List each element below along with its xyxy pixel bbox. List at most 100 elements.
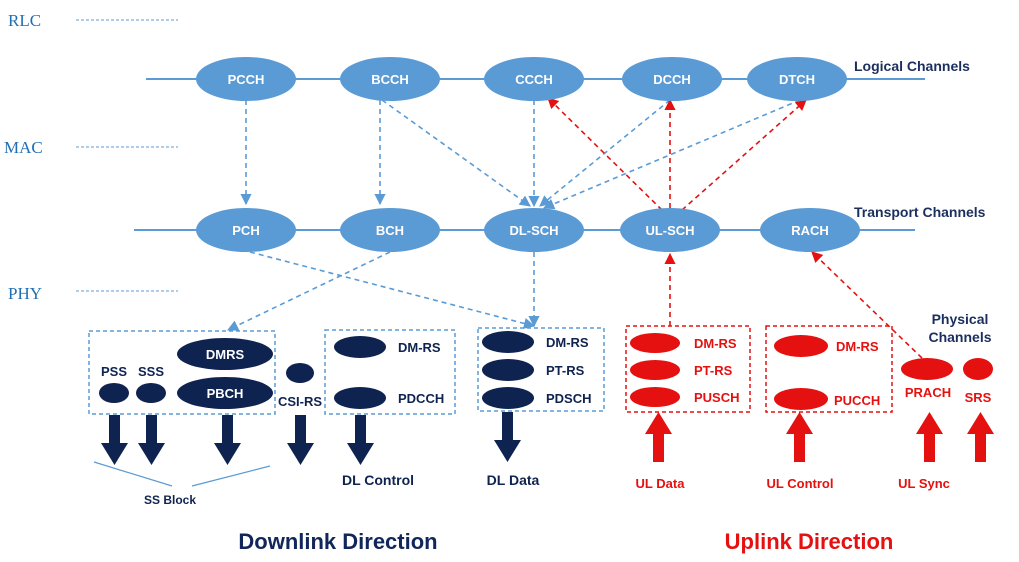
- ul-data-ptrs-signal: [630, 360, 680, 380]
- srs-group: SRS: [963, 358, 993, 405]
- ul-control-dmrs-signal: [774, 335, 828, 357]
- arrow-down-dl-control: [347, 415, 374, 465]
- dl-control-group: DM-RS PDCCH: [324, 329, 456, 415]
- logical-channels-label: Logical Channels: [854, 58, 970, 74]
- map-dcch-dlsch: [539, 99, 671, 207]
- ul-sync-label: UL Sync: [898, 476, 950, 491]
- pucch-label: PUCCH: [834, 393, 880, 408]
- arrow-up-ul-control: [786, 412, 813, 462]
- ul-control-dmrs-label: DM-RS: [836, 339, 879, 354]
- channel-ul-sch: UL-SCH: [620, 208, 720, 252]
- pss-label: PSS: [101, 364, 127, 379]
- dl-data-label: DL Data: [487, 472, 540, 488]
- dl-control-dmrs-signal: [334, 336, 386, 358]
- map-ulsch-dtch: [681, 99, 807, 211]
- layer-phy: PHY: [8, 284, 42, 303]
- channel-dtch: DTCH: [747, 57, 847, 101]
- map-pch-pdsch: [249, 251, 536, 329]
- physical-channels-label-line2: Channels: [928, 329, 991, 345]
- sss-label: SSS: [138, 364, 164, 379]
- downlink-direction-title: Downlink Direction: [238, 529, 437, 554]
- dl-data-group: DM-RS PT-RS PDSCH: [477, 327, 605, 412]
- ul-control-label: UL Control: [767, 476, 834, 491]
- pusch-signal: [630, 387, 680, 407]
- dmrs-label: DMRS: [206, 347, 245, 362]
- channel-bcch: BCCH: [340, 57, 440, 101]
- pss-signal: [99, 383, 129, 403]
- map-bcch-dlsch: [381, 99, 531, 207]
- channel-pcch: PCCH: [196, 57, 296, 101]
- map-prach-rach: [811, 251, 923, 359]
- srs-signal: [963, 358, 993, 380]
- csi-rs-group: CSI-RS: [278, 363, 322, 409]
- map-bch-pbch: [226, 251, 391, 331]
- channel-rach: RACH: [760, 208, 860, 252]
- pusch-label: PUSCH: [694, 390, 740, 405]
- channel-dcch-label: DCCH: [653, 72, 691, 87]
- uplink-direction-title: Uplink Direction: [725, 529, 894, 554]
- ss-block-group: PSS SSS DMRS PBCH: [88, 330, 276, 415]
- prach-group: PRACH: [901, 358, 953, 400]
- layer-mac: MAC: [4, 138, 43, 157]
- arrow-up-ul-sync: [916, 412, 943, 462]
- pdcch-signal: [334, 387, 386, 409]
- channel-pcch-label: PCCH: [228, 72, 265, 87]
- dl-data-dmrs-label: DM-RS: [546, 335, 589, 350]
- pdsch-label: PDSCH: [546, 391, 592, 406]
- sss-signal: [136, 383, 166, 403]
- ul-data-group: DM-RS PT-RS PUSCH: [625, 325, 751, 413]
- channel-dtch-label: DTCH: [779, 72, 815, 87]
- dl-control-dmrs-label: DM-RS: [398, 340, 441, 355]
- dl-control-label: DL Control: [342, 472, 414, 488]
- arrow-down-sss: [138, 415, 165, 465]
- channel-bch: BCH: [340, 208, 440, 252]
- channel-ccch-label: CCCH: [515, 72, 553, 87]
- prach-signal: [901, 358, 953, 380]
- channel-dl-sch-label: DL-SCH: [509, 223, 558, 238]
- dl-data-ptrs-label: PT-RS: [546, 363, 585, 378]
- downlink-mapping-lines: [226, 99, 801, 331]
- map-dtch-dlsch: [542, 99, 801, 210]
- pbch-signal: [177, 377, 273, 409]
- ss-block-label: SS Block: [144, 493, 196, 507]
- arrow-down-dl-data: [494, 412, 521, 462]
- downlink-arrows: [101, 412, 521, 465]
- channel-bch-label: BCH: [376, 223, 404, 238]
- layer-rlc: RLC: [8, 11, 41, 30]
- channel-pch: PCH: [196, 208, 296, 252]
- transport-channels-label: Transport Channels: [854, 204, 986, 220]
- channel-bcch-label: BCCH: [371, 72, 409, 87]
- dl-data-ptrs-signal: [482, 359, 534, 381]
- channel-ccch: CCCH: [484, 57, 584, 101]
- logical-channels: PCCH BCCH CCCH DCCH DTCH Logical Channel…: [196, 57, 970, 101]
- dmrs-signal: [177, 338, 273, 370]
- ul-control-group: DM-RS PUCCH: [765, 325, 893, 413]
- pbch-label: PBCH: [207, 386, 244, 401]
- arrow-down-pss: [101, 415, 128, 465]
- csi-rs-signal: [286, 363, 314, 383]
- ul-data-label: UL Data: [636, 476, 686, 491]
- channel-ul-sch-label: UL-SCH: [645, 223, 694, 238]
- channel-pch-label: PCH: [232, 223, 259, 238]
- uplink-mapping-lines: [547, 97, 923, 359]
- arrow-up-srs: [967, 412, 994, 462]
- channel-dl-sch: DL-SCH: [484, 208, 584, 252]
- channel-rach-label: RACH: [791, 223, 829, 238]
- layer-labels: RLC MAC PHY: [4, 11, 178, 303]
- pdsch-signal: [482, 387, 534, 409]
- channel-dcch: DCCH: [622, 57, 722, 101]
- transport-channels: PCH BCH DL-SCH UL-SCH RACH Transport Cha…: [196, 204, 986, 252]
- pdcch-label: PDCCH: [398, 391, 444, 406]
- srs-label: SRS: [965, 390, 992, 405]
- arrow-down-csi-rs: [287, 415, 314, 465]
- dl-data-dmrs-signal: [482, 331, 534, 353]
- uplink-arrows: [645, 412, 994, 462]
- arrow-up-ul-data: [645, 412, 672, 462]
- ul-data-ptrs-label: PT-RS: [694, 363, 733, 378]
- ul-data-dmrs-signal: [630, 333, 680, 353]
- pucch-signal: [774, 388, 828, 410]
- prach-label: PRACH: [905, 385, 951, 400]
- csi-rs-label: CSI-RS: [278, 394, 322, 409]
- ul-data-dmrs-label: DM-RS: [694, 336, 737, 351]
